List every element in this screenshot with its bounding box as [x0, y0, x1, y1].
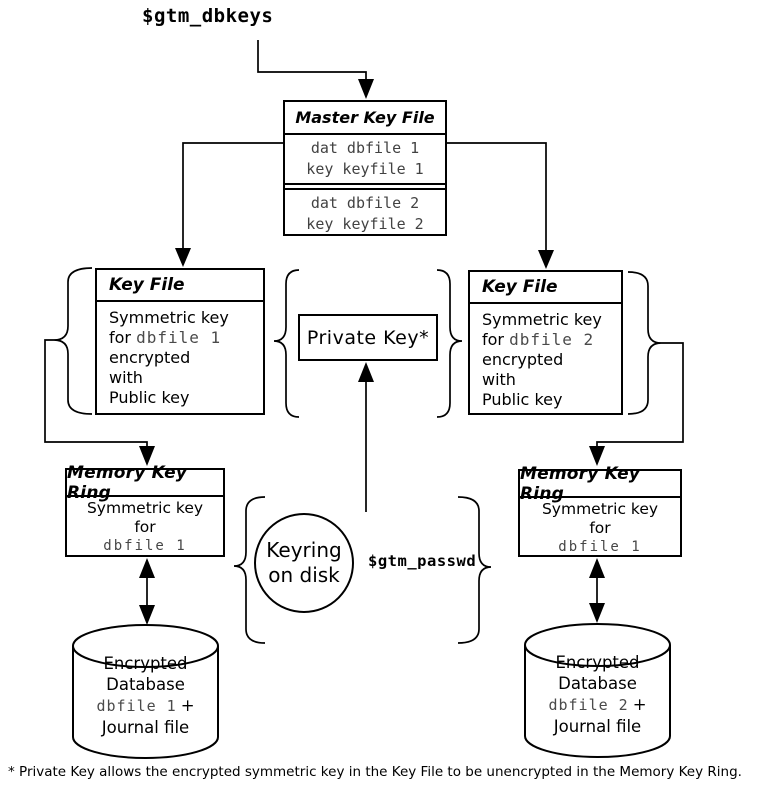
- master-row2-line2: key keyfile 2: [306, 215, 424, 233]
- arrow-master-to-keyfile-right: [447, 142, 554, 269]
- memory-key-ring-left-box: Memory Key Ring Symmetric key for dbfile…: [65, 463, 225, 557]
- double-arrow-memring-db-right: [589, 558, 605, 623]
- brace-keyfile-left: [53, 267, 93, 415]
- keyring-disk-circle: [254, 513, 354, 613]
- memory-key-ring-right-title: Memory Key Ring: [520, 464, 680, 504]
- key-file-left-title: Key File: [97, 270, 263, 302]
- brace-private-key-left: [273, 269, 300, 418]
- database-left-line3: dbfile 1+: [96, 696, 195, 715]
- memory-key-ring-left-body: Symmetric key for dbfile 1: [67, 497, 223, 556]
- key-file-right-box: Key File Symmetric key for dbfile 2 encr…: [468, 270, 623, 415]
- database-right-line1: Encrypted: [555, 653, 640, 672]
- master-key-file-title: Master Key File: [285, 102, 445, 135]
- master-key-file-box: Master Key File dat dbfile 1 key keyfile…: [283, 100, 447, 236]
- private-key-label: Private Key*: [306, 326, 430, 349]
- database-right-line3: dbfile 2+: [548, 695, 647, 714]
- brace-keyring-right: [457, 496, 492, 644]
- brace-keyfile-right: [627, 271, 662, 415]
- memory-key-ring-left-title: Memory Key Ring: [67, 463, 223, 503]
- master-row1-line1: dat dbfile 1: [310, 139, 420, 157]
- memory-key-ring-right-box: Memory Key Ring Symmetric key for dbfile…: [518, 464, 682, 557]
- database-right-label: Encrypted Database dbfile 2+ Journal fil…: [525, 652, 670, 737]
- arrow-dbkeys-to-master: [257, 40, 374, 99]
- memory-key-ring-left-line1: Symmetric key: [86, 499, 204, 517]
- key-file-right-line5: Public key: [482, 390, 563, 409]
- database-left-line1: Encrypted: [103, 654, 188, 673]
- memory-key-ring-left-dbfile: dbfile 1: [103, 538, 187, 554]
- master-row2-line1: dat dbfile 2: [310, 194, 420, 212]
- database-right-line2: Database: [558, 674, 637, 693]
- brace-keyring-left: [233, 496, 266, 644]
- memory-key-ring-right-line2: for: [589, 519, 611, 537]
- database-left-label: Encrypted Database dbfile 1+ Journal fil…: [73, 653, 218, 738]
- arrow-master-to-keyfile-left: [175, 142, 283, 267]
- footnote-text: * Private Key allows the encrypted symme…: [8, 764, 742, 780]
- gtm-passwd-label: $gtm_passwd: [368, 552, 477, 570]
- master-row1-line2: key keyfile 1: [306, 160, 424, 178]
- database-cylinder-right: [524, 623, 671, 758]
- private-key-box: Private Key*: [298, 314, 438, 361]
- memory-key-ring-left-line2: for: [134, 518, 156, 536]
- key-file-left-line1: Symmetric key: [109, 308, 229, 327]
- key-file-right-line3: encrypted: [482, 350, 564, 369]
- arrow-keyfile-to-memring-left: [44, 339, 155, 466]
- key-file-right-dbfile: dbfile 2: [509, 330, 595, 349]
- keyring-disk-label: Keyring on disk: [253, 538, 355, 588]
- keyring-disk-line2: on disk: [268, 563, 340, 587]
- key-file-left-line4: with: [109, 368, 143, 387]
- database-cylinder-left: [72, 624, 219, 759]
- key-file-left-box: Key File Symmetric key for dbfile 1 encr…: [95, 268, 265, 415]
- memory-key-ring-right-line1: Symmetric key: [541, 500, 659, 518]
- database-right-line4: Journal file: [553, 717, 642, 736]
- key-file-left-line3: encrypted: [109, 348, 191, 367]
- database-left-line4: Journal file: [101, 718, 190, 737]
- arrow-keyring-to-private-key: [358, 362, 374, 512]
- memory-key-ring-right-dbfile: dbfile 1: [558, 539, 642, 555]
- key-file-left-body: Symmetric key for dbfile 1 encrypted wit…: [97, 302, 263, 408]
- double-arrow-memring-db-left: [139, 558, 155, 625]
- key-file-right-body: Symmetric key for dbfile 2 encrypted wit…: [470, 304, 621, 410]
- key-file-left-dbfile: dbfile 1: [136, 328, 222, 347]
- key-file-left-line2: for dbfile 1: [109, 328, 222, 347]
- key-file-right-line1: Symmetric key: [482, 310, 602, 329]
- key-file-right-line2: for dbfile 2: [482, 330, 595, 349]
- memory-key-ring-right-body: Symmetric key for dbfile 1: [520, 498, 680, 557]
- master-key-file-row-1: dat dbfile 1 key keyfile 1: [285, 135, 445, 185]
- keyring-disk-line1: Keyring: [266, 538, 342, 562]
- key-file-right-line4: with: [482, 370, 516, 389]
- master-key-file-row-2: dat dbfile 2 key keyfile 2: [285, 188, 445, 235]
- database-left-line2: Database: [106, 675, 185, 694]
- gtm-dbkeys-label: $gtm_dbkeys: [142, 5, 274, 27]
- arrow-keyfile-to-memring-right: [589, 342, 684, 466]
- key-file-left-line5: Public key: [109, 388, 190, 407]
- brace-private-key-right: [436, 269, 463, 418]
- key-file-right-title: Key File: [470, 272, 621, 304]
